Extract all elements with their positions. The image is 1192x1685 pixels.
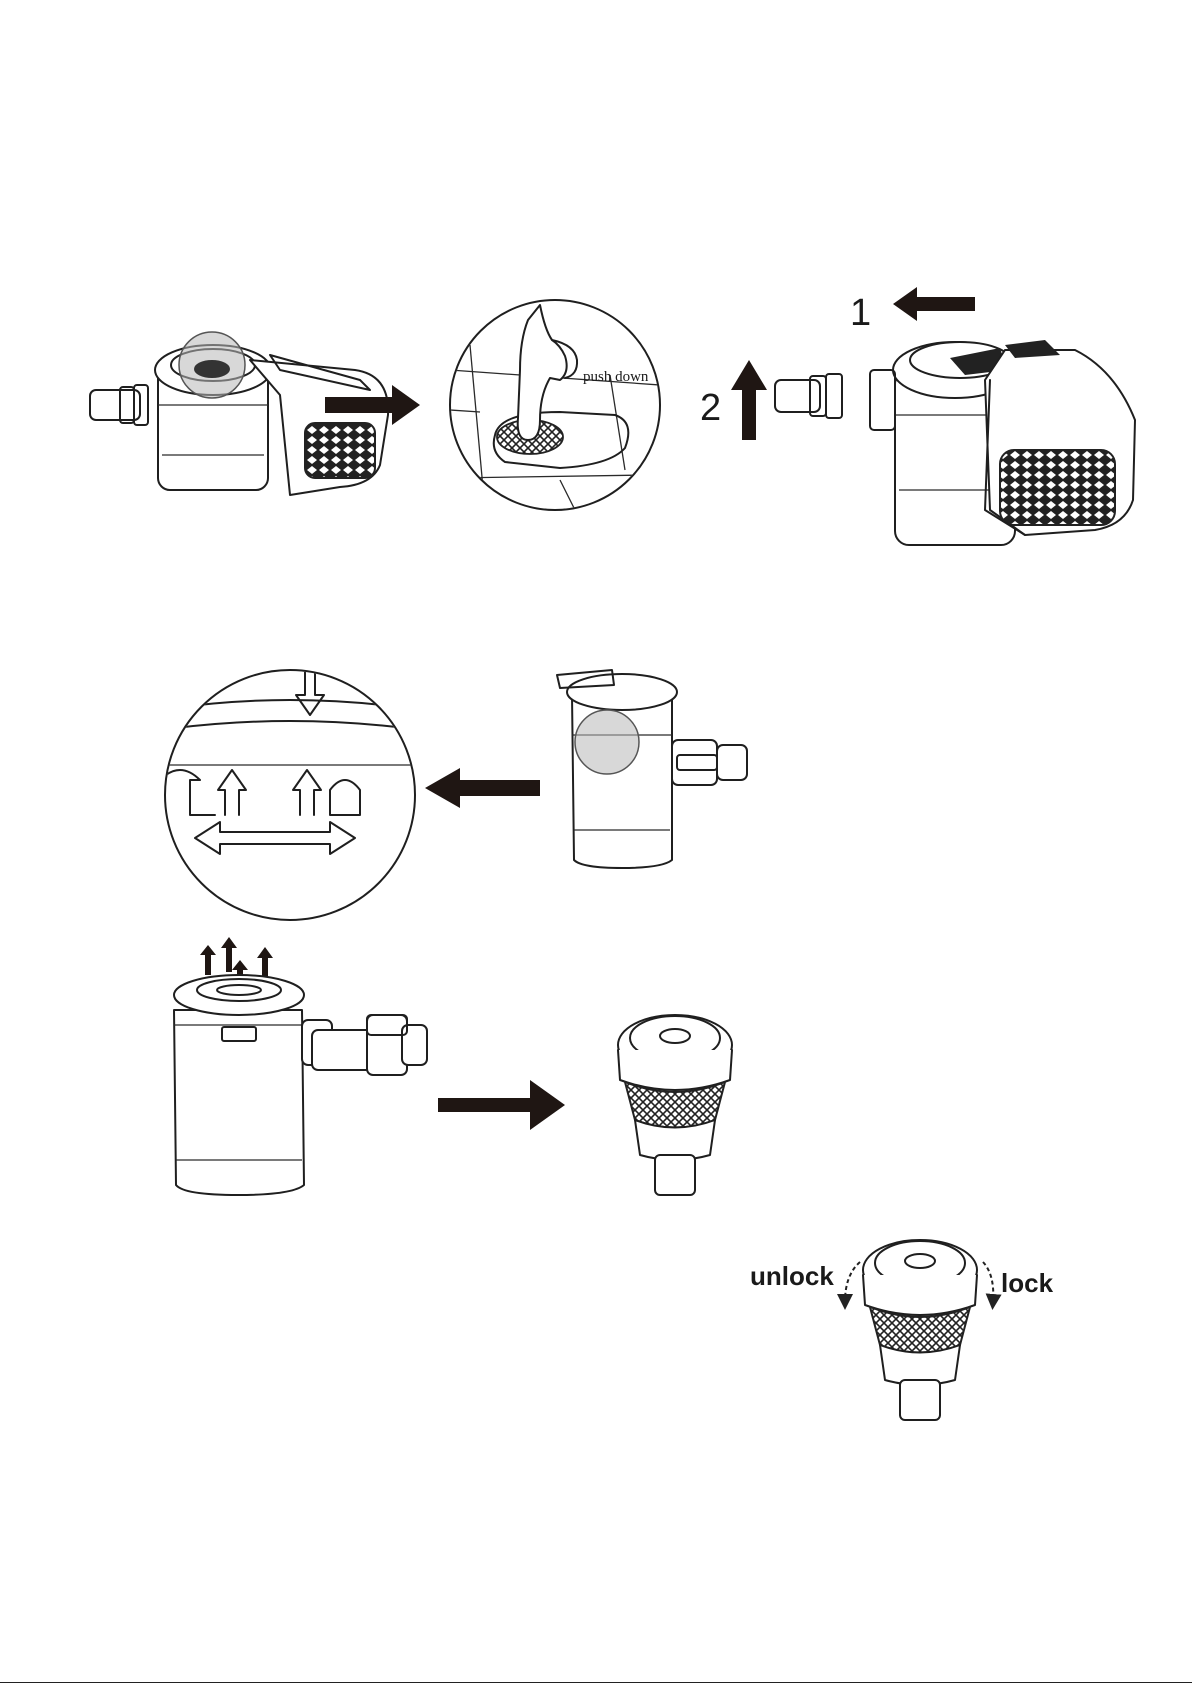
zoom-release-tabs [160,660,420,920]
push-down-label: push down [583,369,649,385]
dust-cup-with-cyclone [174,975,427,1195]
cyclone-filter-rotate [863,1240,977,1420]
dust-cup-detached [775,342,1017,545]
arrow-up-step-2 [731,360,767,440]
lock-label: lock [1001,1268,1054,1298]
vacuum-handheld-unit [90,332,388,495]
lock-direction-icon [983,1262,993,1302]
cyclone-filter-removed [618,1015,732,1195]
step-arrow-right-3 [438,1080,565,1130]
zoom-push-down: push down [450,300,660,510]
step-number-2: 2 [700,387,721,429]
motor-unit-detached [985,340,1135,535]
unlock-label: unlock [750,1261,834,1291]
step-number-1: 1 [850,292,871,334]
page-bottom-rule [0,1682,1192,1683]
step-arrow-left-2 [425,768,540,808]
arrow-left-step-1 [893,287,975,321]
dust-cup-side-view [557,670,747,868]
unlock-direction-icon [845,1262,860,1302]
